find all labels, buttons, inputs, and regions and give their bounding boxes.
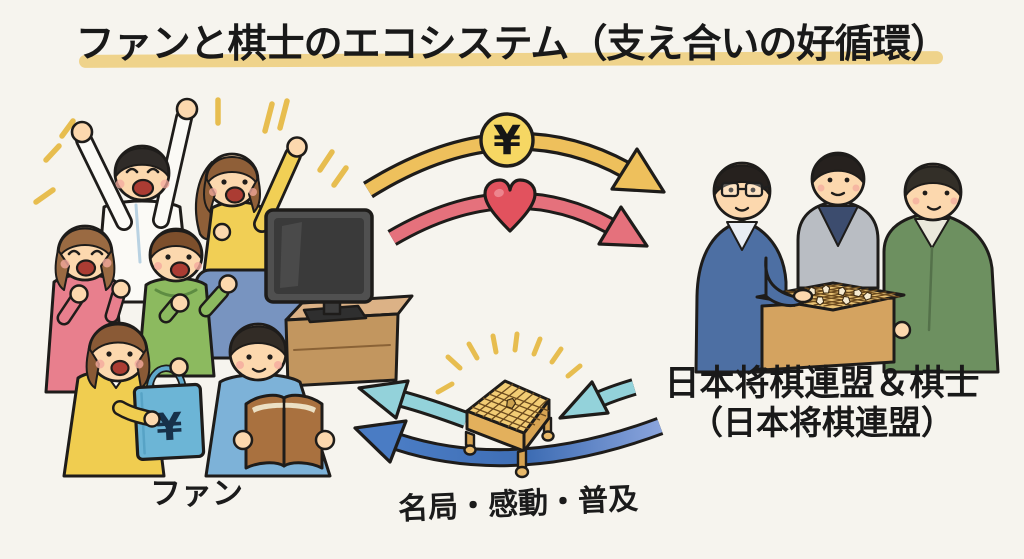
- fans-label: ファン: [150, 476, 243, 512]
- page-title: ファンと棋士のエコシステム（支え合いの好循環）: [75, 22, 950, 67]
- love-arrow: [387, 178, 649, 248]
- player-green: [882, 162, 1000, 374]
- money-arrow: ¥: [362, 112, 666, 199]
- shine-rays-icon: [435, 331, 583, 395]
- glasses-icon: [713, 181, 771, 198]
- fans-illustration: ¥: [33, 97, 414, 478]
- player-blue-arm: [764, 256, 814, 308]
- shogi-table-icon: [755, 281, 906, 372]
- player-green-hand: [892, 320, 912, 340]
- org-label-block: 日本将棋連盟＆棋士 （日本将棋連盟）: [640, 364, 1004, 442]
- fan-woman-shopper: ¥: [62, 321, 206, 478]
- content-arrow-light: [357, 378, 637, 429]
- shopping-bag-icon: ¥: [132, 364, 206, 461]
- title-block: ファンと棋士のエコシステム（支え合いの好循環）: [0, 13, 1024, 69]
- players-illustration: [694, 151, 1000, 374]
- fan-man-cheering: [70, 97, 199, 304]
- org-label-line2: （日本将棋連盟）: [690, 403, 954, 443]
- tv-icon: [264, 208, 414, 388]
- yen-coin-icon: ¥: [479, 112, 535, 168]
- book-icon: [244, 393, 324, 470]
- fan-boy-green: [136, 227, 238, 378]
- bag-yen-symbol: ¥: [155, 404, 184, 449]
- heart-icon: [483, 178, 537, 233]
- shogi-board-icon: [435, 331, 583, 479]
- org-label-line1: 日本将棋連盟＆棋士: [664, 364, 980, 404]
- fan-man-reader: [204, 322, 336, 478]
- player-gray: [796, 151, 880, 290]
- yen-coin-symbol: ¥: [493, 118, 521, 164]
- excitement-rays-icon: [33, 97, 349, 205]
